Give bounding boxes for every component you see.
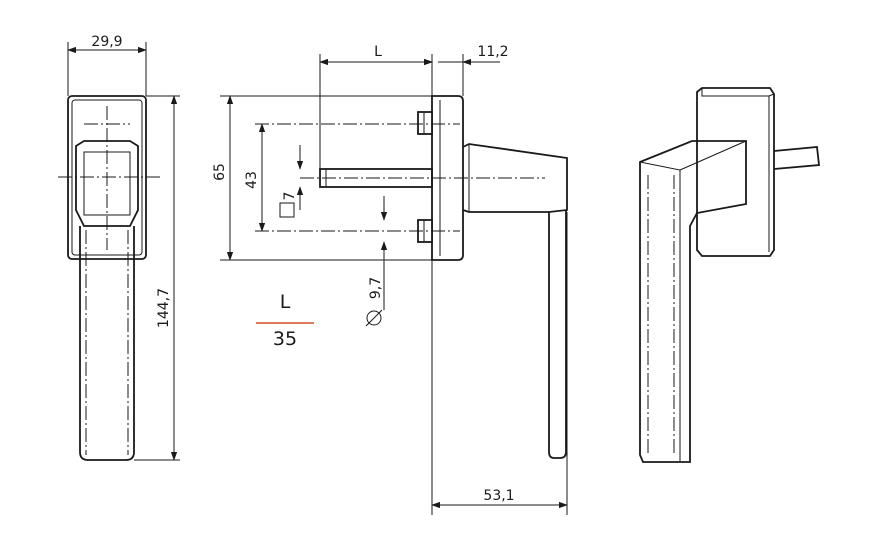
dim-height-43: 43: [244, 171, 260, 189]
dim-reach: 53,1: [483, 488, 514, 504]
dim-length-l: L: [374, 44, 382, 60]
dim-height-65: 65: [212, 163, 228, 181]
dim-height-total: 144,7: [156, 288, 172, 328]
legend: L 35: [256, 291, 314, 350]
dim-screw-dia: 9,7: [368, 277, 384, 299]
dim-offset: 11,2: [477, 44, 508, 60]
isometric-view: [639, 87, 820, 463]
dim-square-7: 7: [282, 192, 298, 201]
legend-value: 35: [273, 328, 297, 350]
dim-width-top: 29,9: [91, 34, 122, 50]
front-view: 29,9 144,7: [58, 34, 180, 461]
legend-label: L: [280, 291, 291, 313]
side-view: L 11,2 65 43 7 9,7 53,1: [212, 44, 568, 515]
